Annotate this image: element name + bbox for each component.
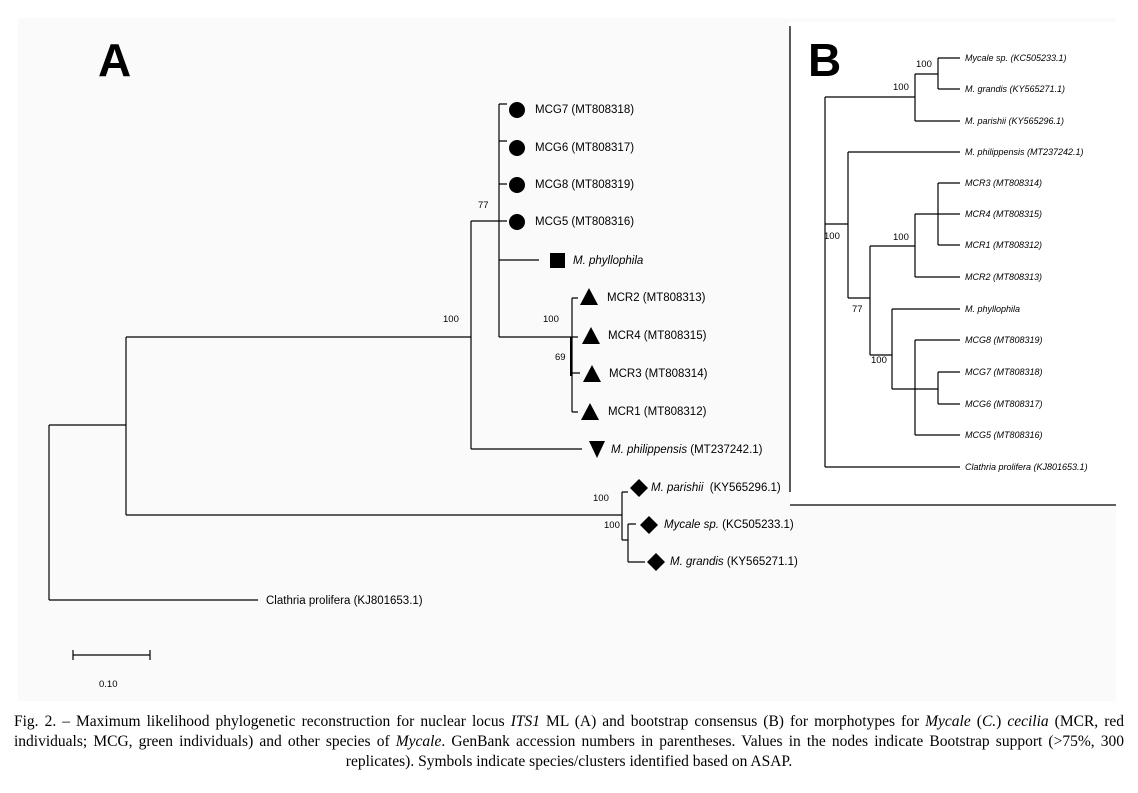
support-label: 100	[604, 520, 620, 531]
caption-italic: C.	[981, 713, 997, 730]
panel-a-letter: A	[98, 34, 131, 86]
diamond-marker	[640, 516, 658, 534]
square-marker	[550, 253, 565, 268]
tip-label: MCG5 (MT808316)	[535, 216, 634, 228]
tip-label: MCG6 (MT808317)	[535, 142, 634, 154]
caption-text: ML (A) and bootstrap consensus (B) for m…	[540, 713, 926, 730]
tip-label: MCR4 (MT808315)	[965, 209, 1042, 219]
panel-b-letter: B	[808, 34, 841, 86]
triangle-up-marker	[582, 327, 600, 344]
caption-italic: Mycale	[395, 733, 442, 750]
caption-italic: ITS1	[510, 713, 541, 730]
tip-label: M. phyllophila	[965, 304, 1020, 314]
tip-label: MCG5 (MT808316)	[965, 430, 1043, 440]
tip-label: MCG8 (MT808319)	[965, 335, 1043, 345]
panel-a-branches	[48, 103, 645, 601]
caption-text: (	[970, 713, 982, 730]
circle-marker	[509, 214, 525, 230]
support-label: 100	[893, 232, 909, 243]
tip-label: M. phyllophila	[573, 255, 643, 267]
circle-marker	[509, 140, 525, 156]
scale-bar: 0.10	[72, 650, 151, 690]
tip-label: MCR1 (MT808312)	[965, 240, 1042, 250]
tip-label: M. philippensis (MT237242.1)	[611, 444, 763, 456]
support-label: 100	[916, 59, 932, 70]
caption-text: )	[996, 713, 1008, 730]
tip-label: M. parishii (KY565296.1)	[965, 116, 1064, 126]
support-label: 100	[824, 231, 840, 242]
triangle-up-marker	[583, 365, 601, 382]
triangle-down-marker	[589, 441, 605, 458]
tip-label: MCR2 (MT808313)	[965, 272, 1042, 282]
tip-label: MCG7 (MT808318)	[535, 104, 634, 116]
figure-caption: Fig. 2. – Maximum likelihood phylogeneti…	[14, 712, 1124, 772]
scale-bar-label: 0.10	[99, 679, 118, 690]
tip-label: M. grandis (KY565271.1)	[965, 84, 1065, 94]
tip-label: MCR2 (MT808313)	[607, 292, 706, 304]
tip-label: MCR1 (MT808312)	[608, 406, 707, 418]
tip-label: MCG7 (MT808318)	[965, 367, 1043, 377]
tip-label: MCR4 (MT808315)	[608, 330, 707, 342]
tip-label: Mycale sp. (KC505233.1)	[965, 53, 1067, 63]
tip-label: MCR3 (MT808314)	[965, 178, 1042, 188]
tip-label: MCG6 (MT808317)	[965, 399, 1043, 409]
tip-label: MCR3 (MT808314)	[609, 368, 708, 380]
support-label: 100	[443, 314, 459, 325]
support-label: 100	[593, 493, 609, 504]
circle-marker	[509, 177, 525, 193]
caption-text: Fig. 2. – Maximum likelihood phylogeneti…	[14, 713, 511, 730]
diamond-marker	[630, 479, 648, 497]
diamond-marker	[647, 553, 665, 571]
support-label: 100	[871, 355, 887, 366]
support-label: 100	[893, 82, 909, 93]
panel-b-branches	[824, 57, 960, 468]
support-label: 77	[478, 200, 489, 211]
triangle-up-marker	[581, 403, 599, 420]
support-label: 69	[555, 352, 566, 363]
caption-italic: Mycale	[925, 713, 971, 730]
caption-italic: cecilia	[1007, 713, 1049, 730]
tip-label: M. philippensis (MT237242.1)	[965, 147, 1084, 157]
tip-label: Clathria prolifera (KJ801653.1)	[965, 462, 1088, 472]
support-label: 100	[543, 314, 559, 325]
triangle-up-marker	[580, 288, 598, 305]
panel-a: A 77 100 100 69 100 100	[48, 34, 798, 690]
tip-label: M. grandis (KY565271.1)	[670, 556, 798, 568]
tip-label: MCG8 (MT808319)	[535, 179, 634, 191]
phylogeny-figure: A 77 100 100 69 100 100	[48, 22, 1116, 690]
caption-text: (MCR, red individuals; MCG, green indivi…	[14, 713, 1124, 750]
support-label: 77	[852, 304, 863, 315]
tip-label: Mycale sp. (KC505233.1)	[664, 519, 794, 531]
panel-b: B 100 100 100 100 77 100 Mycale sp. (KC5…	[789, 22, 1116, 506]
tip-label: M. parishii (KY565296.1)	[651, 482, 781, 494]
tip-label: Clathria prolifera (KJ801653.1)	[266, 595, 423, 607]
circle-marker	[509, 102, 525, 118]
caption-text: . GenBank accession numbers in parenthes…	[345, 733, 1124, 770]
